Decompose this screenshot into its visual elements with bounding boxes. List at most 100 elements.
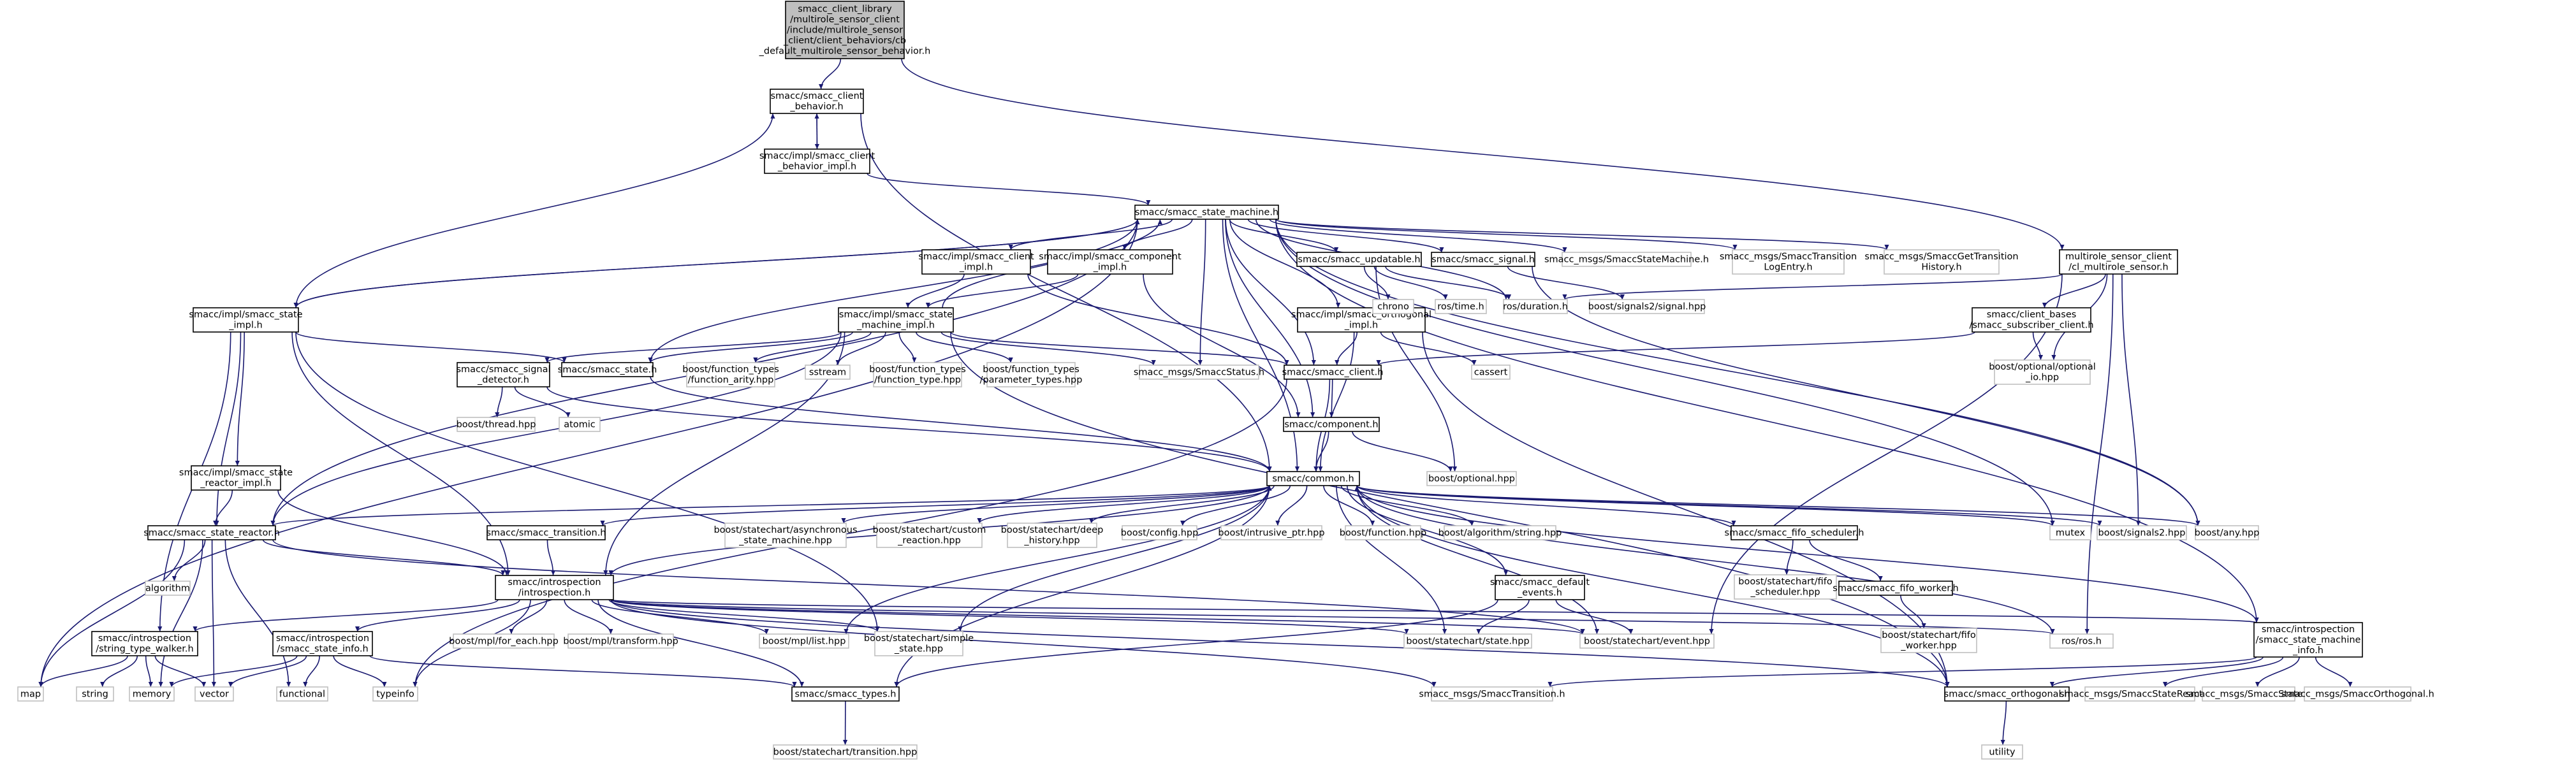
node-transition[interactable]: smacc/smacc_transition.h xyxy=(486,525,606,540)
node-ftparam[interactable]: boost/function_types/parameter_types.hpp xyxy=(980,362,1083,387)
node-fifoworker[interactable]: smacc/smacc_fifo_worker.h xyxy=(1833,581,1959,596)
edge-sm-to-smaccstate xyxy=(648,219,1138,363)
node-label-line: _scheduler.hpp xyxy=(1750,588,1820,598)
node-smaccstate[interactable]: smacc/smacc_state.h xyxy=(558,362,657,377)
node-defevents[interactable]: smacc/smacc_default_events.h xyxy=(1490,575,1590,600)
node-compimpl[interactable]: smacc/impl/smacc_component_impl.h xyxy=(1039,249,1182,275)
node-map[interactable]: map xyxy=(17,686,44,702)
node-root[interactable]: smacc_client_library/multirole_sensor_cl… xyxy=(759,1,931,59)
node-fifosched[interactable]: smacc/smacc_fifo_scheduler.h xyxy=(1725,525,1864,540)
edge-sm-to-orthimpl xyxy=(1229,219,1341,308)
node-reactorimpl[interactable]: smacc/impl/smacc_state_reactor_impl.h xyxy=(179,465,293,491)
node-smimpl[interactable]: smacc/impl/smacc_state_machine_impl.h xyxy=(838,307,954,333)
node-cassert[interactable]: cassert xyxy=(1471,365,1511,380)
node-boptional[interactable]: boost/optional.hpp xyxy=(1426,471,1517,486)
node-intrusive[interactable]: boost/intrusive_ptr.hpp xyxy=(1218,525,1325,540)
node-cb[interactable]: smacc/smacc_client_behavior.h xyxy=(770,89,864,114)
graph-nodes: smacc_client_library/multirole_sensor_cl… xyxy=(17,1,2434,760)
node-sm[interactable]: smacc/smacc_state_machine.h xyxy=(1134,205,1279,220)
node-label-line: ros/ros.h xyxy=(2061,636,2102,646)
node-label-line: _impl.h xyxy=(1093,263,1127,273)
node-cbimpl[interactable]: smacc/impl/smacc_client_behavior_impl.h xyxy=(759,148,875,174)
node-clientimpl[interactable]: smacc/impl/smacc_client_impl.h xyxy=(918,249,1034,275)
node-msclient[interactable]: multirole_sensor_client/cl_multirole_sen… xyxy=(2059,249,2178,275)
node-box xyxy=(1283,417,1380,432)
node-bany[interactable]: boost/any.hpp xyxy=(2195,525,2260,540)
node-simplestate[interactable]: boost/statechart/simple_state.hpp xyxy=(864,631,974,656)
node-mplforeach[interactable]: boost/mpl/for_each.hpp xyxy=(449,633,559,649)
node-smstate[interactable]: smacc_msgs/SmaccState.h xyxy=(2186,686,2311,702)
edge-signal-to-boostsig2sig xyxy=(1507,266,1625,300)
node-smreactor[interactable]: smacc_msgs/SmaccStateReactor.h xyxy=(2060,686,2220,702)
node-sigdetector[interactable]: smacc/smacc_signal_detector.h xyxy=(456,362,551,387)
node-label-line: ros/duration.h xyxy=(1503,301,1568,312)
node-bconfig[interactable]: boost/config.hpp xyxy=(1121,525,1199,540)
node-stwalker[interactable]: smacc/introspection/string_type_walker.h xyxy=(91,631,198,656)
node-smorth[interactable]: smacc_msgs/SmaccOrthogonal.h xyxy=(2281,686,2434,702)
node-sstream[interactable]: sstream xyxy=(805,365,851,380)
edge-smaccstate-to-common xyxy=(650,376,1272,472)
node-mutex[interactable]: mutex xyxy=(2049,525,2091,540)
node-chrono[interactable]: chrono xyxy=(1372,299,1414,314)
node-transitionhpp[interactable]: boost/statechart/transition.hpp xyxy=(773,744,918,760)
node-typeinfo[interactable]: typeinfo xyxy=(372,686,418,702)
node-bthread[interactable]: boost/thread.hpp xyxy=(457,417,536,432)
node-deephist[interactable]: boost/statechart/deep_history.hpp xyxy=(1001,523,1104,548)
node-atomic[interactable]: atomic xyxy=(559,417,601,432)
node-ftarity[interactable]: boost/function_types/function_arity.hpp xyxy=(682,362,779,387)
node-algorithm[interactable]: algorithm xyxy=(145,581,191,596)
node-asyncsm[interactable]: boost/statechart/asynchronous_state_mach… xyxy=(714,523,858,548)
node-updatable[interactable]: smacc/smacc_updatable.h xyxy=(1296,252,1422,267)
node-smacctypes[interactable]: smacc/smacc_types.h xyxy=(791,686,900,702)
node-mpllist[interactable]: boost/mpl/list.hpp xyxy=(759,633,849,649)
node-string[interactable]: string xyxy=(76,686,114,702)
node-smaccclient[interactable]: smacc/smacc_client.h xyxy=(1282,365,1384,380)
node-stateh[interactable]: boost/statechart/state.hpp xyxy=(1403,633,1532,649)
node-smtransition[interactable]: smacc_msgs/SmaccTransition.h xyxy=(1419,686,1565,702)
node-fifoworkerhpp[interactable]: boost/statechart/fifo_worker.hpp xyxy=(1880,628,1977,653)
node-boostsig2sig[interactable]: boost/signals2/signal.hpp xyxy=(1588,299,1706,314)
node-component[interactable]: smacc/component.h xyxy=(1283,417,1380,432)
node-rosduration[interactable]: ros/duration.h xyxy=(1503,299,1568,314)
edge-reactor-to-map xyxy=(38,539,186,688)
node-signal[interactable]: smacc/smacc_signal.h xyxy=(1431,252,1535,267)
node-fifoschedhpp[interactable]: boost/statechart/fifo_scheduler.hpp xyxy=(1734,574,1837,600)
node-customreact[interactable]: boost/statechart/custom_reaction.hpp xyxy=(873,523,986,548)
node-box xyxy=(785,1,905,59)
node-stateinfo[interactable]: smacc/introspection/smacc_state_info.h xyxy=(272,631,373,656)
node-eventh[interactable]: boost/statechart/event.hpp xyxy=(1579,633,1715,649)
node-label-line: _events.h xyxy=(1517,588,1562,598)
node-stateimpl[interactable]: smacc/impl/smacc_state_impl.h xyxy=(189,307,303,333)
node-reactor[interactable]: smacc/smacc_state_reactor.h xyxy=(143,525,280,540)
edge-stateinfo-to-memory xyxy=(169,655,298,688)
node-label-line: _default_multirole_sensor_behavior.h xyxy=(759,46,931,56)
node-fttype[interactable]: boost/function_types/function_type.hpp xyxy=(869,362,966,387)
node-rosh[interactable]: ros/ros.h xyxy=(2049,633,2114,649)
node-label-line: smacc_client_library xyxy=(798,4,892,14)
node-smmachineinfo[interactable]: smacc/introspection/smacc_state_machine_… xyxy=(2253,622,2363,658)
node-rostime[interactable]: ros/time.h xyxy=(1435,299,1487,314)
node-balgo[interactable]: boost/algorithm/string.hpp xyxy=(1438,525,1562,540)
node-optio[interactable]: boost/optional/optional_io.hpp xyxy=(1989,359,2096,385)
node-smmachine[interactable]: smacc_msgs/SmaccStateMachine.h xyxy=(1544,252,1709,267)
edge-common-to-customreact xyxy=(977,485,1270,524)
node-subscriber[interactable]: smacc/client_bases/smacc_subscriber_clie… xyxy=(1969,307,2094,333)
node-bfunction[interactable]: boost/function.hpp xyxy=(1340,525,1427,540)
node-smstatus[interactable]: smacc_msgs/SmaccStatus.h xyxy=(1134,365,1264,380)
node-mpltransform[interactable]: boost/mpl/transform.hpp xyxy=(563,633,678,649)
node-label-line: utility xyxy=(1989,747,2016,757)
node-vector[interactable]: vector xyxy=(194,686,234,702)
node-bsignals2[interactable]: boost/signals2.hpp xyxy=(2097,525,2187,540)
node-memory[interactable]: memory xyxy=(129,686,175,702)
edge-updatable-to-rosduration xyxy=(1385,266,1512,300)
edge-smimpl-to-sstream xyxy=(835,331,886,366)
node-box xyxy=(129,686,175,702)
node-utility[interactable]: utility xyxy=(1981,744,2023,760)
node-orthogonal[interactable]: smacc/smacc_orthogonal.h xyxy=(1944,686,2070,702)
node-common[interactable]: smacc/common.h xyxy=(1266,471,1360,486)
node-functional[interactable]: functional xyxy=(276,686,328,702)
node-box xyxy=(2059,249,2178,275)
node-introspection[interactable]: smacc/introspection/introspection.h xyxy=(495,575,614,600)
